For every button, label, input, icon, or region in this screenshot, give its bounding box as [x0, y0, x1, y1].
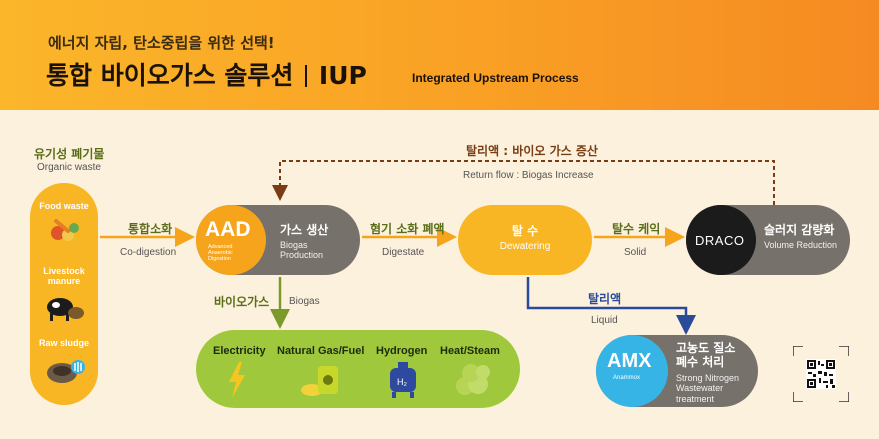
arrow-liquid [526, 277, 696, 335]
draco-logo-text: DRACO [695, 233, 745, 248]
dewatering-kr: 탈 수 [511, 224, 539, 238]
title-separator [305, 65, 307, 87]
header-title: 통합 바이오가스 솔루션 IUP [46, 56, 367, 92]
raw-sludge-icon [47, 360, 85, 383]
liquid-label: 탈리액 [588, 292, 622, 306]
draco-en: Volume Reduction [764, 240, 838, 250]
liquid-label-en: Liquid [591, 315, 618, 326]
livestock-manure-label: Livestock manure [43, 266, 85, 287]
title-kr: 통합 바이오가스 솔루션 [46, 61, 294, 90]
solid-label: 탈수 케익 [612, 222, 661, 236]
livestock-manure-icon [47, 298, 84, 321]
aad-node: AAD Advanced Anaerobic Digestion 가스 생산 B… [196, 205, 360, 275]
biogas-label: 바이오가스 [214, 295, 270, 309]
qr-code[interactable] [793, 346, 849, 402]
co-digestion-label: 통합소화 [128, 222, 173, 236]
food-waste-icon [51, 219, 79, 241]
aad-logo-text: AAD [205, 218, 251, 241]
aad-en: Biogas Production [280, 240, 324, 261]
dewatering-en: Dewatering [499, 241, 551, 252]
draco-logo: DRACO [686, 205, 756, 275]
food-waste-label: Food waste [39, 201, 89, 211]
organic-waste-column: Food waste Livestock manure Raw sludge [30, 183, 98, 405]
steam-icon [456, 364, 490, 395]
fuel-drum-icon [301, 366, 338, 396]
arrow-return-flow [272, 160, 775, 205]
raw-sludge-label: Raw sludge [38, 338, 89, 348]
solid-label-en: Solid [624, 247, 647, 258]
draco-node: DRACO 슬러지 감량화 Volume Reduction [686, 205, 850, 275]
product-natural-gas-label: Natural Gas/Fuel [277, 345, 365, 357]
amx-node: AMX Anammox 고농도 질소 폐수 처리 Strong Nitrogen… [596, 335, 758, 407]
amx-en: Strong Nitrogen Wastewater treatment [676, 373, 740, 404]
organic-waste-label-en: Organic waste [37, 162, 101, 173]
product-hydrogen-label: Hydrogen [376, 345, 428, 357]
digestate-label-en: Digestate [382, 247, 425, 258]
return-flow-label-en: Return flow : Biogas Increase [463, 170, 594, 181]
aad-logo-sub: Advanced Anaerobic Digestion [208, 244, 233, 263]
aad-kr: 가스 생산 [280, 223, 329, 237]
title-iup: IUP [318, 61, 367, 90]
header-title-en: Integrated Upstream Process [412, 71, 579, 85]
organic-waste-label: 유기성 폐기물 [34, 147, 105, 161]
header-banner [0, 0, 879, 110]
hydrogen-symbol: H₂ [397, 377, 407, 387]
product-heat-steam-label: Heat/Steam [440, 345, 500, 357]
return-flow-label: 탈리액 : 바이오 가스 증산 [466, 144, 598, 158]
co-digestion-label-en: Co-digestion [120, 247, 177, 258]
amx-logo-text: AMX [607, 350, 652, 372]
lightning-icon [229, 362, 245, 398]
amx-logo: AMX Anammox [596, 335, 668, 407]
biogas-label-en: Biogas [289, 296, 320, 307]
amx-kr: 고농도 질소 폐수 처리 [676, 341, 736, 370]
hydrogen-tank-icon: H₂ [390, 362, 416, 398]
product-electricity-label: Electricity [213, 345, 266, 357]
draco-kr: 슬러지 감량화 [764, 223, 835, 237]
amx-logo-sub: Anammox [613, 375, 641, 381]
dewatering-node: 탈 수 Dewatering [458, 205, 592, 275]
header-subtitle: 에너지 자립, 탄소중립을 위한 선택! [48, 34, 275, 52]
aad-logo: AAD Advanced Anaerobic Digestion [196, 205, 266, 275]
digestate-label: 혐기 소화 폐액 [370, 222, 445, 236]
